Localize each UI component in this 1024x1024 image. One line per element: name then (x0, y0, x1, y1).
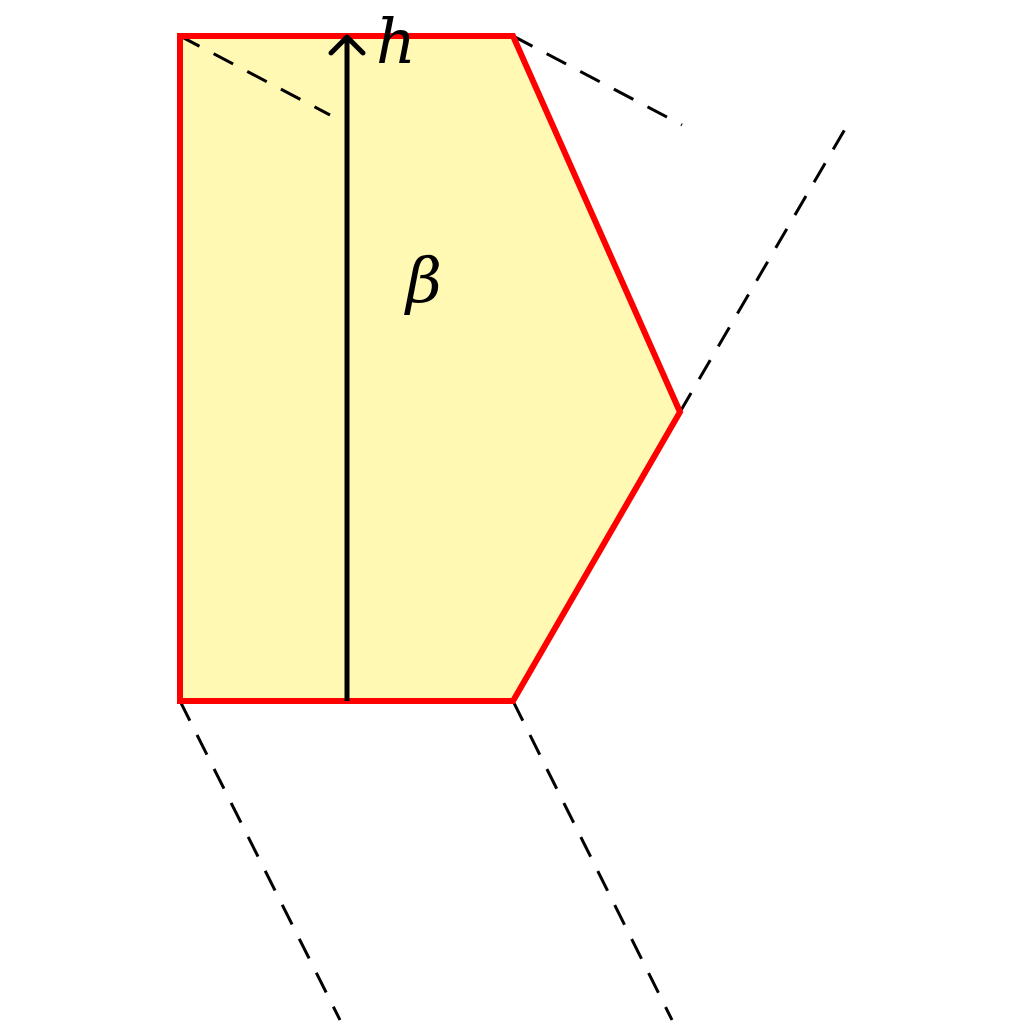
dashed-extension-lines (178, 34, 850, 1021)
dashed-line-bottom-left (178, 700, 342, 1021)
h-arrow (328, 34, 366, 701)
region-fill (180, 36, 680, 701)
dashed-line-right-vertex (678, 123, 850, 413)
region-outline (177, 33, 684, 704)
dashed-line-bottom-right (511, 700, 674, 1021)
beta-label: β (404, 244, 442, 317)
dashed-line-top-left (179, 34, 331, 117)
dashed-line-top-right (512, 34, 683, 127)
h-arrow-head (328, 34, 366, 56)
h-label: h (376, 5, 416, 78)
